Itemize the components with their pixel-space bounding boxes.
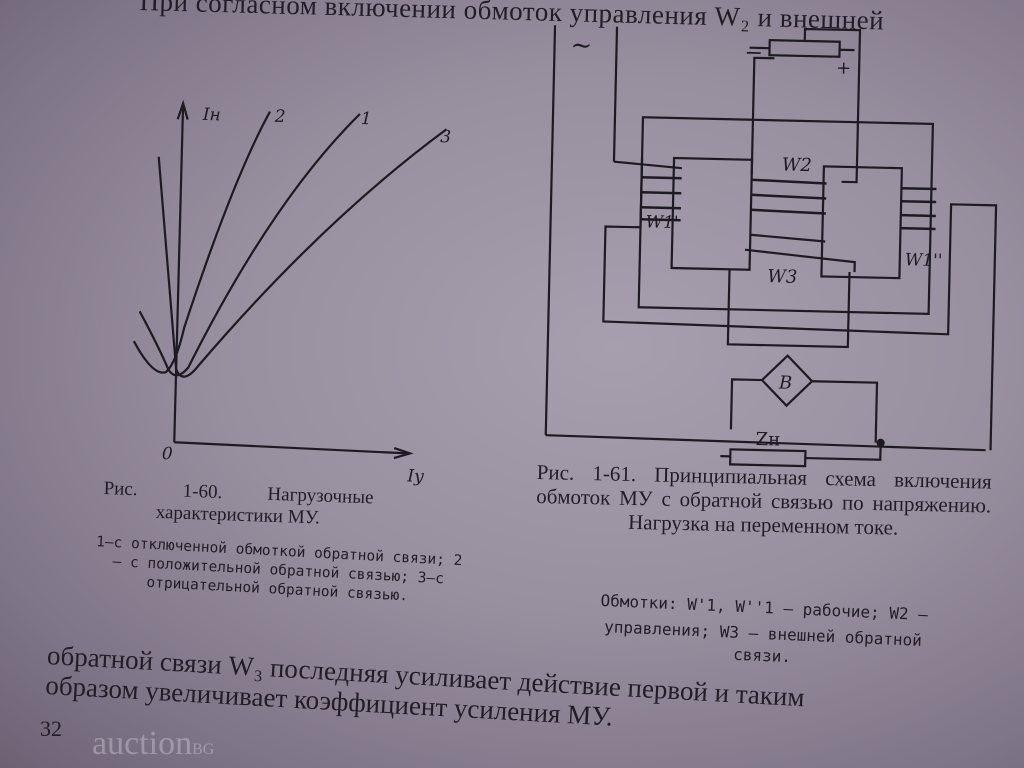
axis-x-label: Iу [406,466,424,486]
x-axis [174,441,409,455]
curve-label-3: 3 [440,127,451,147]
curve-3 [157,128,448,378]
core-left [670,156,754,271]
w1-prime-label: W1' [645,212,678,233]
curve-label-2: 2 [274,107,286,127]
figure-1-60-caption-title: Рис. 1-60. Нагрузочные характеристики МУ… [103,478,374,529]
w1-double-prime-label: W1'' [905,250,943,271]
curve-2 [132,111,271,374]
curve-1 [138,113,361,377]
plus-label: + [836,58,852,79]
page-number: 32 [40,716,62,741]
rectifier-bridge [760,354,814,408]
watermark-text: auction [92,725,193,762]
watermark-logo: auctionBG [92,726,214,768]
y-axis-arrow [176,99,189,120]
curve-label-1: 1 [361,109,372,129]
w2-label: W2 [782,154,812,176]
y-axis [173,105,185,443]
figure-1-60-graph: Iн Iу 0 2 1 3 [132,99,451,487]
x-axis-arrow [393,446,414,460]
core-right [820,165,904,280]
potentiometer [768,39,841,58]
figure-1-60-caption: Рис. 1-60. Нагрузочные характеристики МУ… [102,478,374,531]
origin-label: 0 [162,444,174,464]
watermark-suffix: BG [192,741,215,758]
ac-source-label: ~ [570,31,592,61]
axis-y-label: Iн [202,105,221,125]
bridge-label: B [778,372,793,393]
figure-1-61-circuit: ~ − + W2 W3 W1' W1'' B Zн [544,25,998,468]
w3-label: W3 [767,266,797,288]
figure-1-61-caption-title: Рис. 1-61. Принципиальная схема включени… [535,460,992,540]
load-label: Zн [755,429,780,451]
